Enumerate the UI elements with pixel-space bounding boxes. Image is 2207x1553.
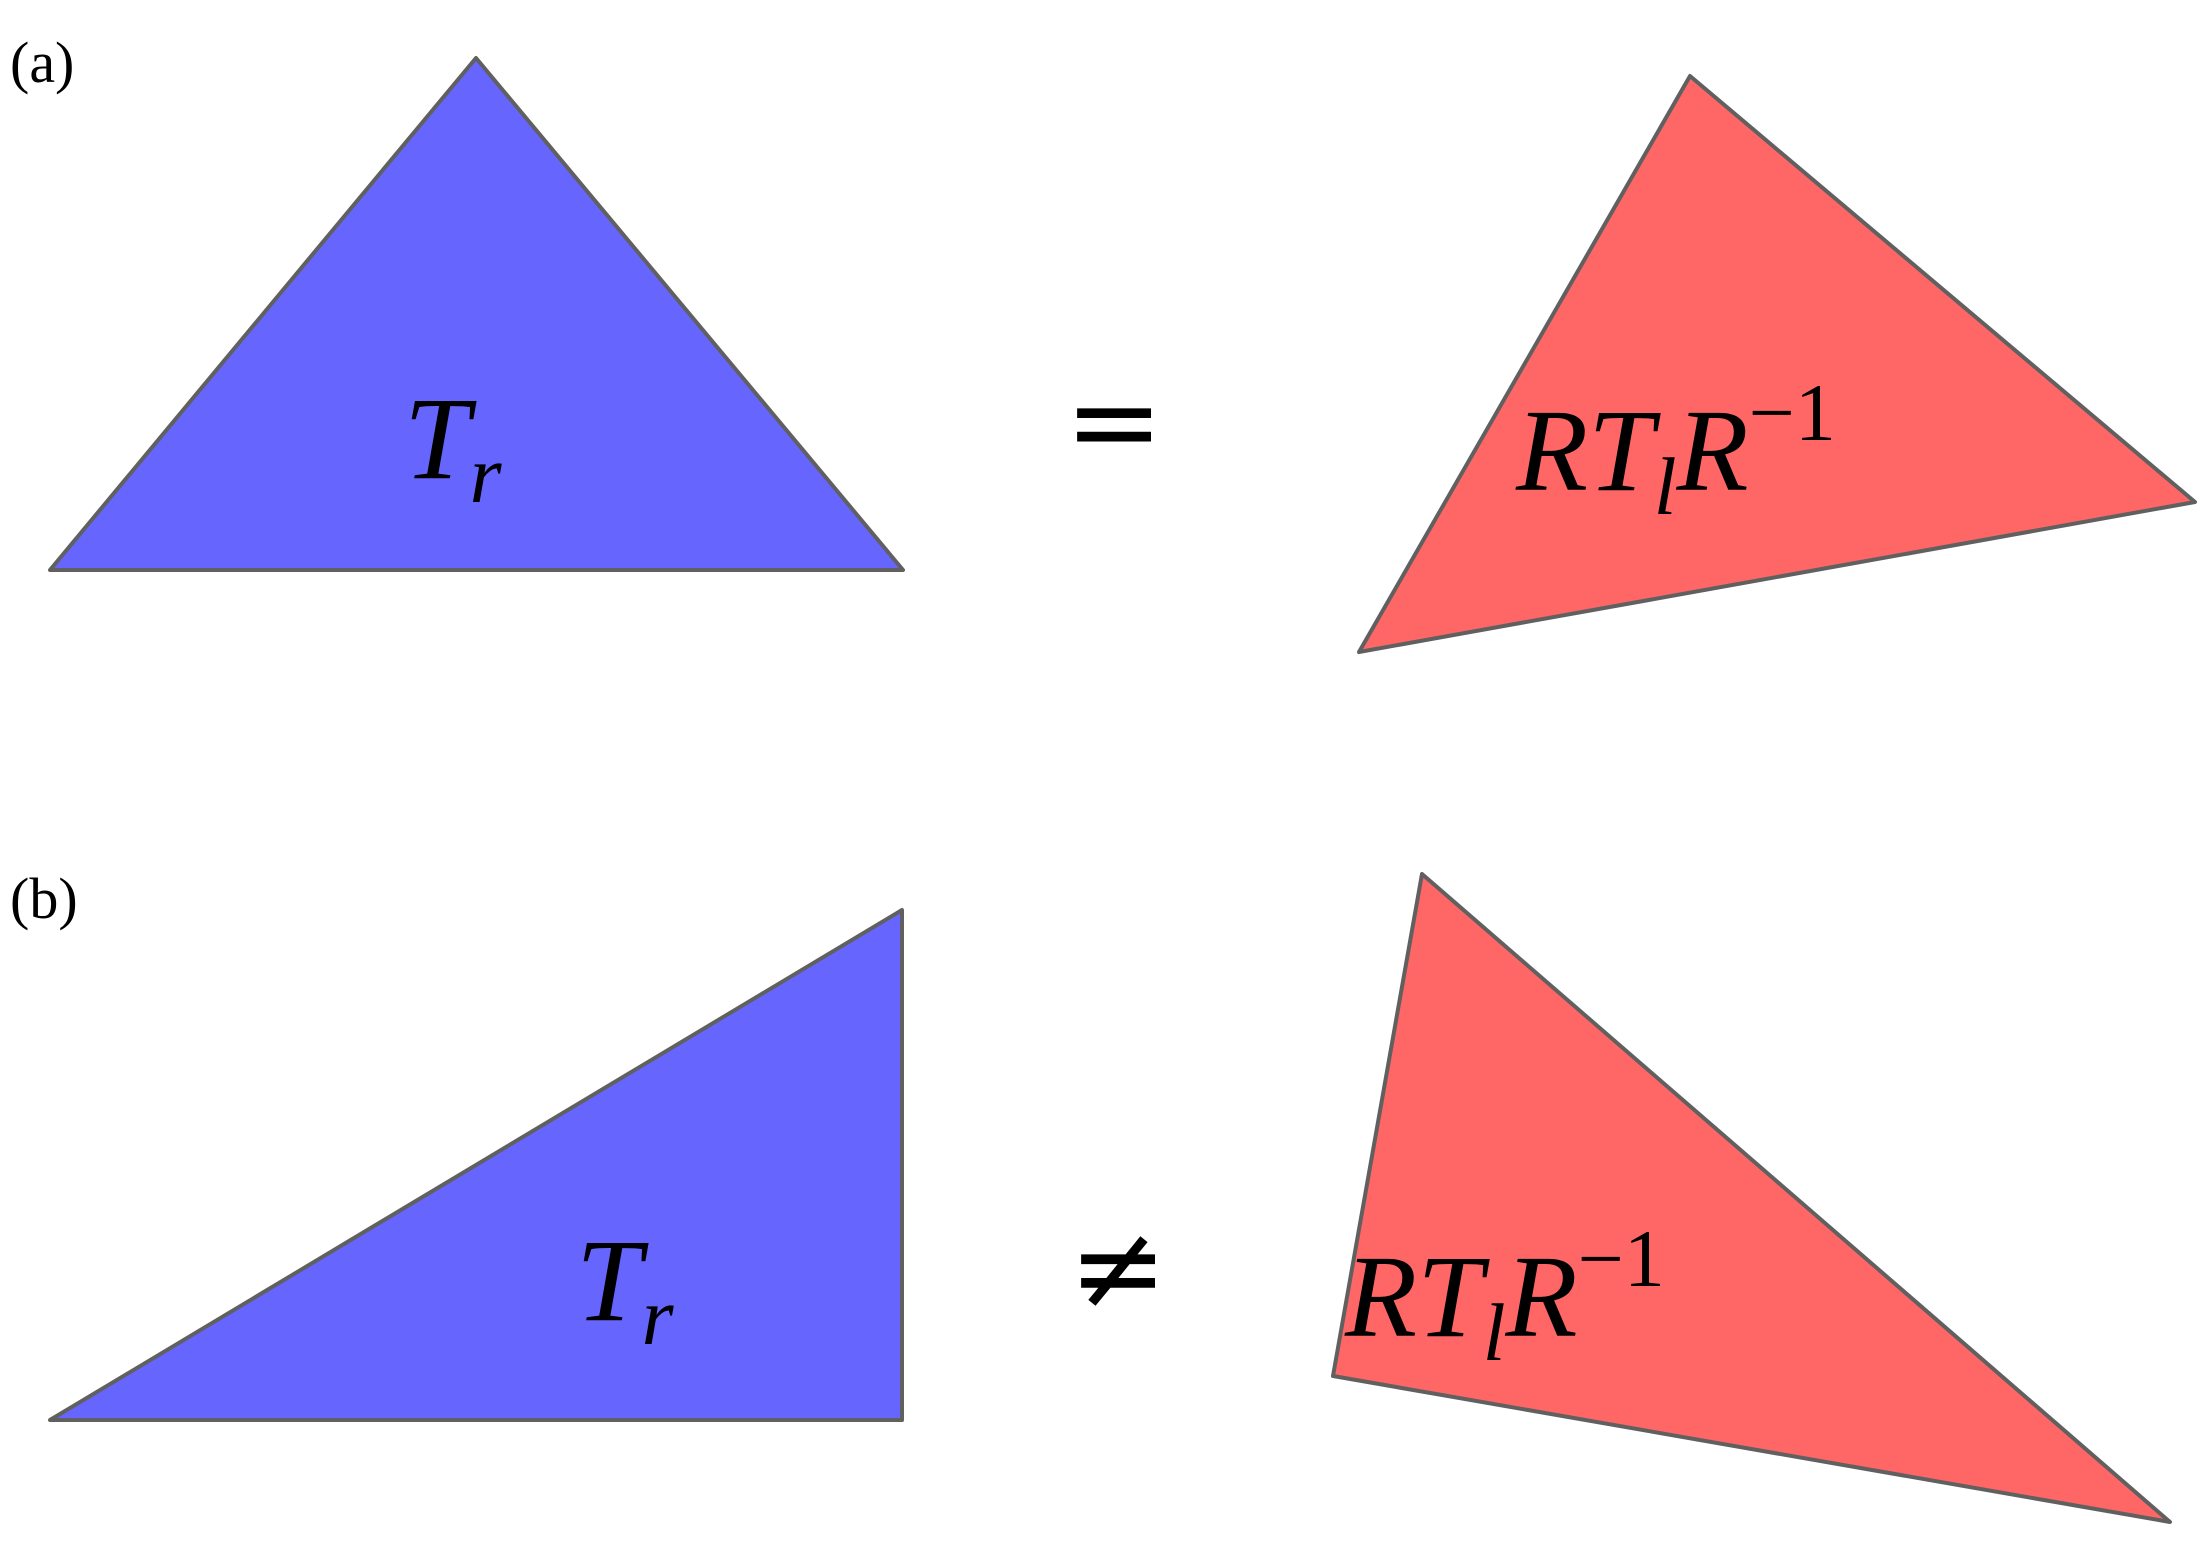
panel-a-right-label: RTlR−1 [1515, 367, 1836, 532]
panel-b-right-symbol-3: R [1505, 1231, 1578, 1362]
panel-b-left-label: Tr [576, 1215, 675, 1362]
panel-a-right-subscript: l [1654, 441, 1677, 532]
panel-b-left-symbol: T [576, 1215, 649, 1346]
panel-b-right-label: RTlR−1 [1344, 1213, 1665, 1378]
panel-a-label: (a) [10, 30, 74, 95]
panel-b-right-symbol-2: T [1417, 1231, 1490, 1362]
panel-b-left-subscript: r [642, 1271, 675, 1362]
panel-a-left-subscript: r [470, 429, 503, 520]
panel-b-left-triangle [48, 908, 904, 1422]
panel-a-left-label: Tr [404, 373, 503, 520]
panel-a-left-triangle [48, 56, 905, 572]
panel-b-right-triangle [1331, 872, 2172, 1524]
panel-b-right-superscript: −1 [1578, 1213, 1665, 1304]
panel-a-right-symbol-2: T [1588, 385, 1661, 516]
panel-a: (a) Tr = RTlR−1 [10, 30, 2197, 654]
panel-a-left-symbol: T [404, 373, 477, 504]
panel-b-label: (b) [10, 866, 78, 931]
panel-b-right-subscript: l [1483, 1287, 1506, 1378]
panel-a-right-symbol-3: R [1676, 385, 1749, 516]
panel-b-relation: ≠ [1069, 1198, 1168, 1336]
panel-b-right-symbol-1: R [1344, 1231, 1417, 1362]
panel-a-right-symbol-1: R [1515, 385, 1588, 516]
panel-a-right-triangle [1357, 74, 2197, 654]
panel-a-relation: = [1065, 352, 1164, 490]
panel-b: (b) Tr ≠ RTlR−1 [10, 866, 2172, 1524]
panel-a-right-superscript: −1 [1749, 367, 1836, 458]
